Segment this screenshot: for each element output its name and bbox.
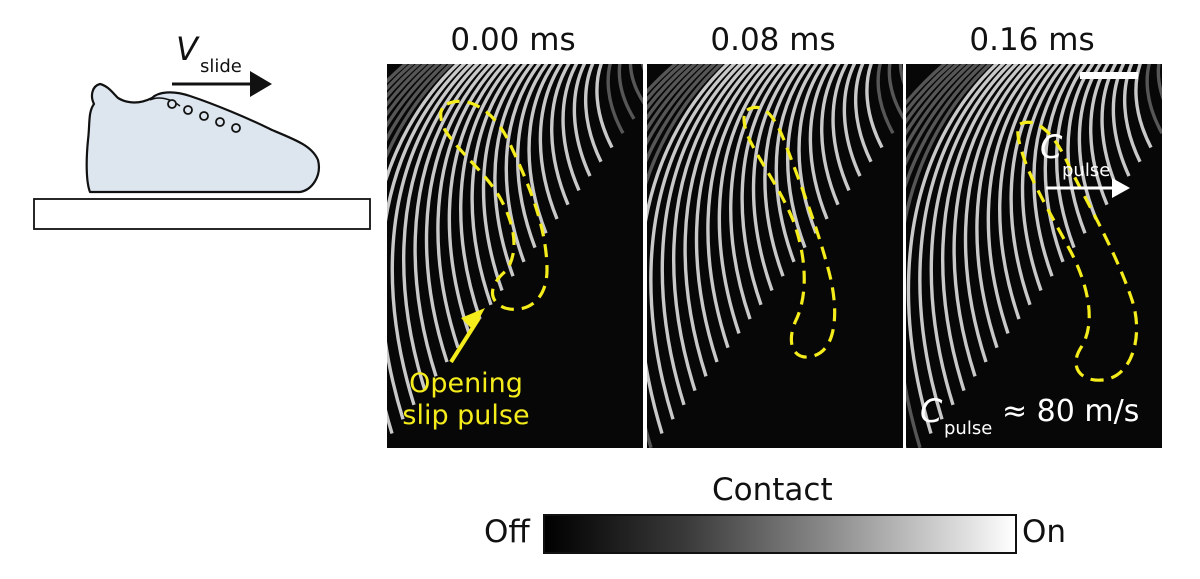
shoe-icon xyxy=(85,82,320,194)
slip-pulse-outline xyxy=(439,99,549,311)
panel-time-label-3: 0.16 ms xyxy=(969,22,1095,58)
cpulse-value: ≈ 80 m/s xyxy=(1002,394,1140,429)
shoe-schematic xyxy=(33,71,371,230)
panel-time-label-1: 0.00 ms xyxy=(450,22,576,58)
velocity-symbol: V xyxy=(176,30,198,68)
opening-label-line2: slip pulse xyxy=(402,400,530,431)
cpulse-value-symbol: C xyxy=(920,392,943,430)
opening-slip-pulse-label: Opening slip pulse xyxy=(396,368,536,432)
colorbar-min-label: Off xyxy=(484,514,530,550)
panel-time-label-2: 0.08 ms xyxy=(710,22,836,58)
slide-direction-arrow-icon xyxy=(250,71,272,97)
velocity-subscript: slide xyxy=(200,56,242,77)
cpulse-arrow-symbol: C xyxy=(1040,128,1063,166)
pulse-pointer-arrow-icon xyxy=(461,308,485,330)
fingerprint-ridges xyxy=(647,64,903,448)
ground-surface xyxy=(33,198,371,230)
slip-pulse-outline xyxy=(742,105,837,359)
pulse-direction-arrow-icon xyxy=(1112,178,1130,198)
cpulse-value-subscript: pulse xyxy=(944,418,993,439)
cpulse-arrow-subscript: pulse xyxy=(1062,160,1111,181)
colorbar-title: Contact xyxy=(712,472,833,508)
contact-image-panel-1 xyxy=(387,64,643,448)
contact-image-panel-3 xyxy=(906,64,1162,448)
slip-pulse-outline xyxy=(1016,120,1139,382)
scale-bar xyxy=(1080,72,1138,79)
fingerprint-ridges xyxy=(387,64,643,434)
contact-image-panel-2 xyxy=(647,64,903,448)
opening-label-line1: Opening xyxy=(409,368,523,399)
colorbar-max-label: On xyxy=(1022,514,1067,550)
contact-colorbar xyxy=(543,514,1017,554)
fingerprint-ridges xyxy=(906,64,1162,448)
